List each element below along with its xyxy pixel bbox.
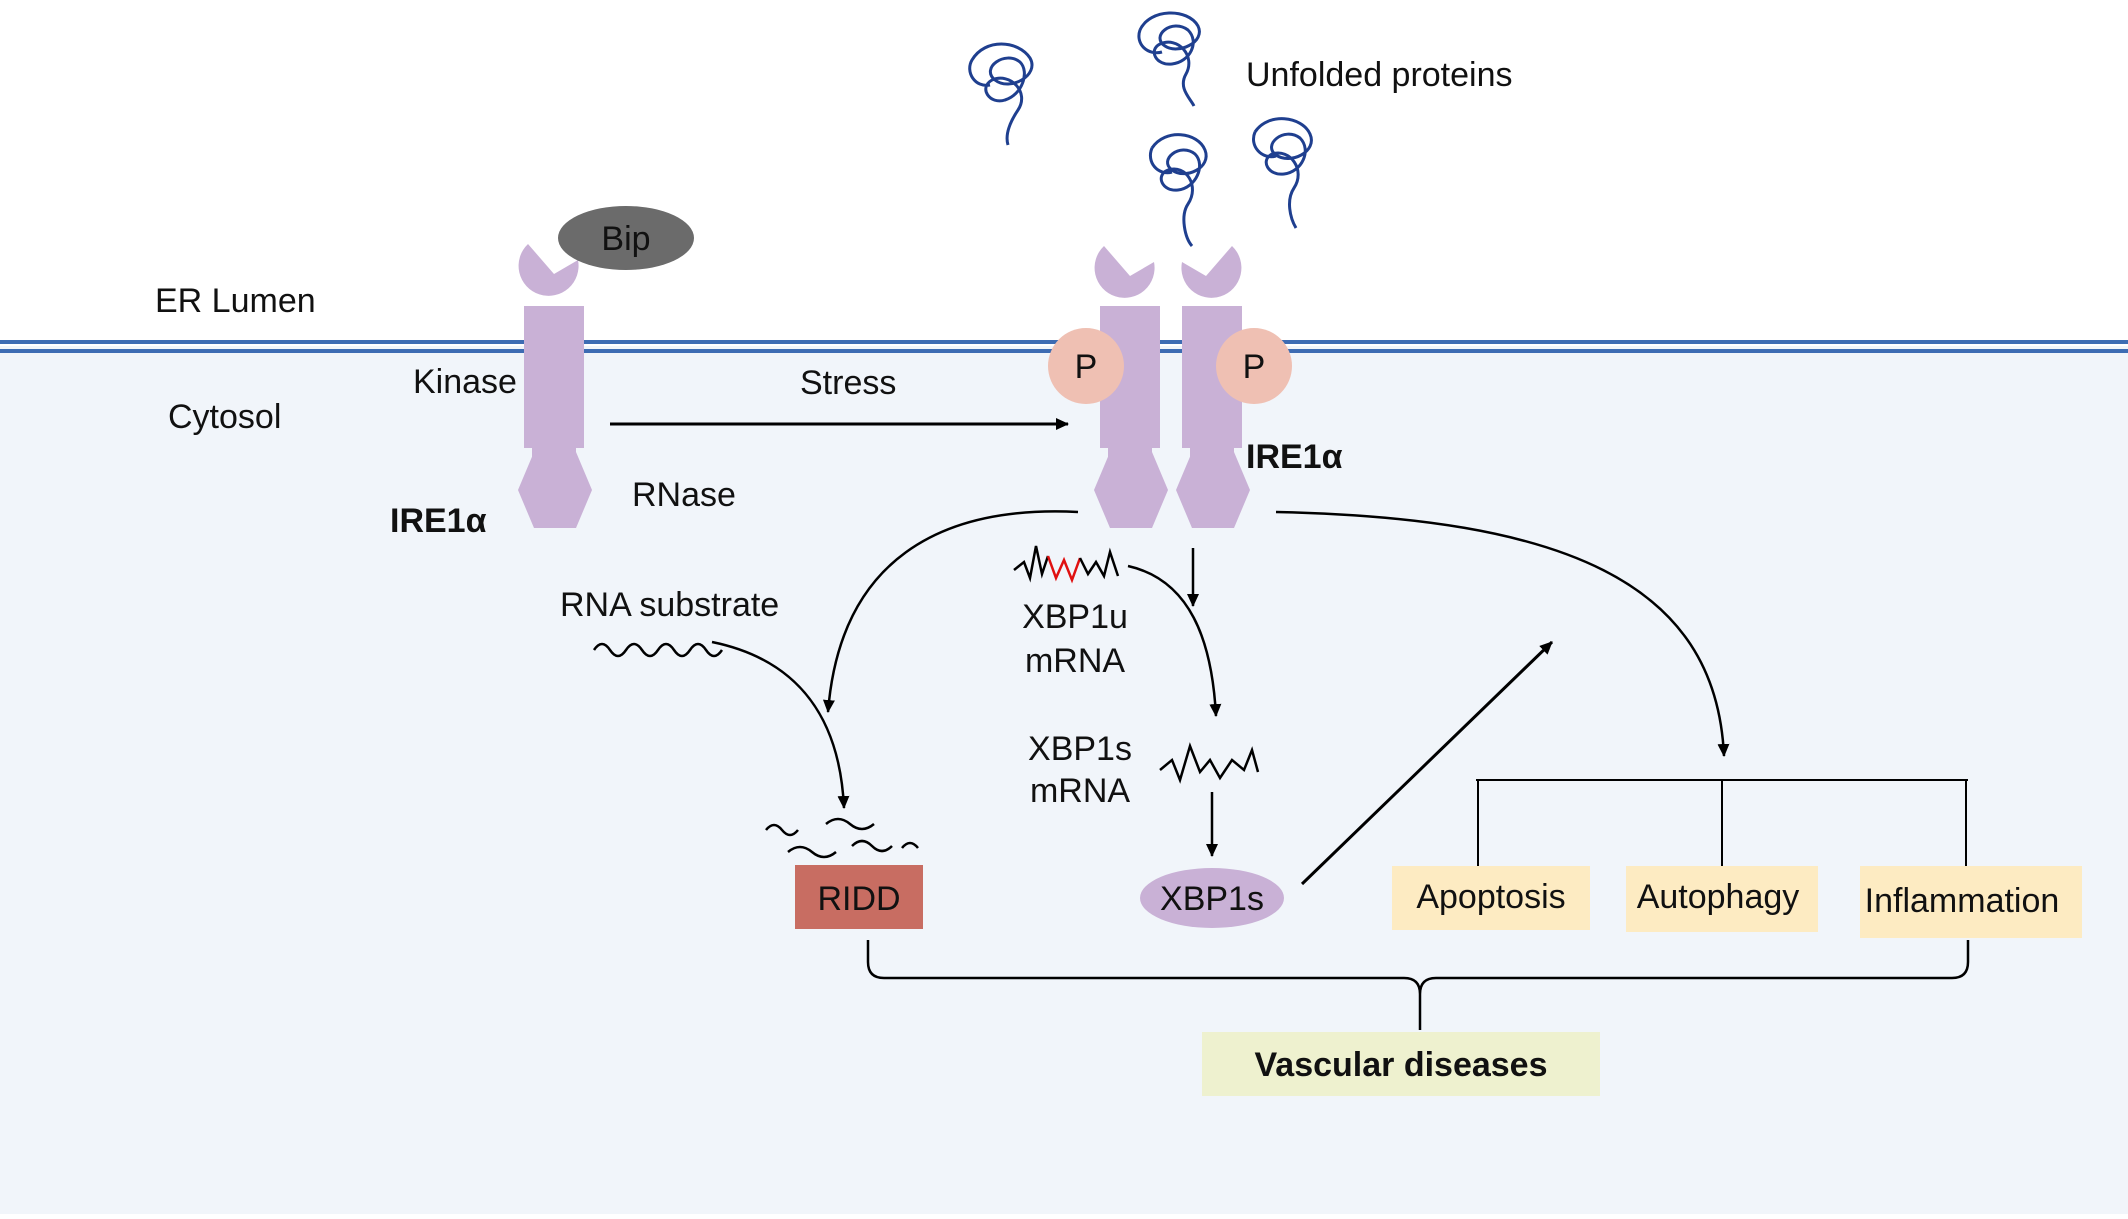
luminal-domain xyxy=(518,244,579,296)
outcome-box-inflammation xyxy=(1860,866,2082,938)
luminal-domain-right xyxy=(1181,246,1242,298)
ire1-monomer xyxy=(518,206,694,528)
arrow-to-ridd xyxy=(822,510,1079,713)
cytosol-label: Cytosol xyxy=(168,398,281,436)
outcome-label-inflammation: Inflammation xyxy=(1865,882,2060,920)
xbp1s-protein xyxy=(1140,868,1284,928)
unfolded-protein-icon xyxy=(1137,11,1201,107)
kinase-domain xyxy=(524,306,584,448)
arrow-xbp1s-up xyxy=(1300,640,1554,886)
monomer-name-label: IRE1α xyxy=(390,502,487,540)
outcome-label-apoptosis: Apoptosis xyxy=(1416,878,1565,916)
phospho-label-left: P xyxy=(1075,348,1098,386)
kinase-label: Kinase xyxy=(413,363,517,401)
unfolded-protein-icon xyxy=(968,42,1034,146)
arrow-substrate-to-ridd xyxy=(711,640,850,809)
rnase-label: RNase xyxy=(632,476,736,514)
xbp1s-mrna-wave xyxy=(1159,742,1260,784)
ridd-box xyxy=(795,865,923,929)
ridd-label: RIDD xyxy=(817,880,900,918)
phosphate-left xyxy=(1048,328,1124,404)
disease-label: Vascular diseases xyxy=(1254,1046,1547,1084)
rna-substrate-wave xyxy=(592,642,724,658)
outcome-label-autophagy: Autophagy xyxy=(1637,878,1800,916)
disease-box xyxy=(1202,1032,1600,1096)
dimer-name-label: IRE1α xyxy=(1246,438,1343,476)
arrow-to-outcomes xyxy=(1275,510,1730,757)
outcome-box-autophagy xyxy=(1626,866,1818,932)
disease-brace xyxy=(866,940,1970,1030)
bip-label: Bip xyxy=(601,220,650,258)
arrow-splicing xyxy=(1127,564,1222,717)
rnase-domain xyxy=(518,452,592,528)
luminal-domain-left xyxy=(1094,246,1155,298)
xbp1s-label: XBP1s xyxy=(1028,730,1132,768)
xbp1s-mrna-label: mRNA xyxy=(1030,772,1130,810)
phospho-label-right: P xyxy=(1243,348,1266,386)
unfolded-protein-icon xyxy=(1149,133,1208,247)
phosphate-right xyxy=(1216,328,1292,404)
cleaved-rna-fragments xyxy=(765,817,919,859)
xbp1u-mrna-label: mRNA xyxy=(1025,642,1125,680)
rna-substrate-label: RNA substrate xyxy=(560,586,779,624)
unfolded-protein-icon xyxy=(1252,117,1313,229)
stress-label: Stress xyxy=(800,364,896,402)
bip-chaperone xyxy=(558,206,694,270)
outcome-bracket xyxy=(1476,779,1968,868)
unfolded-proteins-label: Unfolded proteins xyxy=(1246,56,1513,94)
unfolded-proteins xyxy=(968,11,1313,247)
rnase-domain-left xyxy=(1094,452,1168,528)
xbp1s-protein-label: XBP1s xyxy=(1160,880,1264,918)
rnase-domain-right xyxy=(1176,452,1250,528)
ire1-dimer xyxy=(1048,246,1292,528)
outcome-box-apoptosis xyxy=(1392,866,1590,930)
xbp1u-label: XBP1u xyxy=(1022,598,1128,636)
xbp1u-mrna-wave xyxy=(1013,545,1120,584)
er-lumen-label: ER Lumen xyxy=(155,282,316,320)
